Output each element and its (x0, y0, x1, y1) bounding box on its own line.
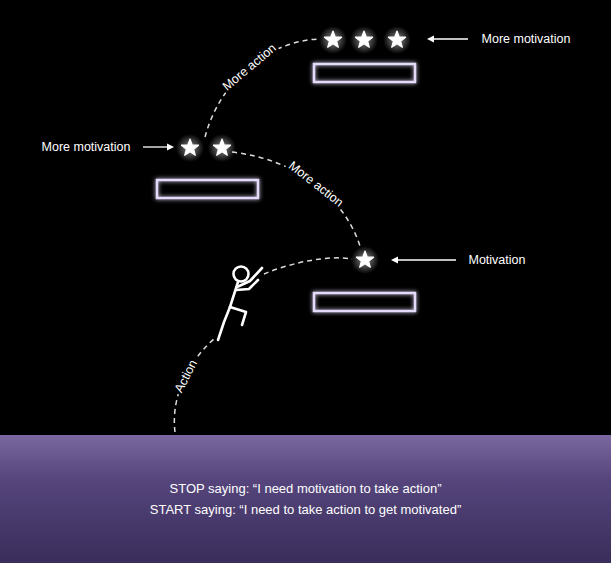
platform (157, 180, 258, 198)
pointer-arrow (432, 38, 468, 39)
action-label: More action (284, 157, 348, 211)
trajectory (264, 258, 352, 274)
motivation-label: More motivation (40, 140, 133, 155)
arrow-head (391, 257, 398, 264)
pointer-arrow (396, 259, 456, 260)
stick-figure (218, 267, 262, 341)
statement-text: START saying: “I need to take action to … (150, 499, 461, 520)
star (319, 26, 347, 54)
motivation-label: More motivation (480, 32, 573, 47)
star (176, 134, 204, 162)
trajectory (205, 39, 320, 137)
star (351, 246, 379, 274)
action-label: More action (219, 39, 282, 95)
arrow-head (167, 144, 174, 151)
motivation-label: Motivation (467, 253, 528, 268)
star (208, 134, 236, 162)
arrow-head (427, 36, 434, 43)
statement-band: STOP saying: “I need motivation to take … (0, 435, 611, 563)
platform (314, 64, 415, 82)
statement-text: STOP saying: “I need motivation to take … (170, 478, 442, 499)
platform (314, 293, 415, 311)
trajectory (232, 152, 360, 246)
star (350, 26, 378, 54)
star (383, 26, 411, 54)
pointer-arrow (143, 146, 170, 147)
action-label: Action (171, 355, 202, 396)
